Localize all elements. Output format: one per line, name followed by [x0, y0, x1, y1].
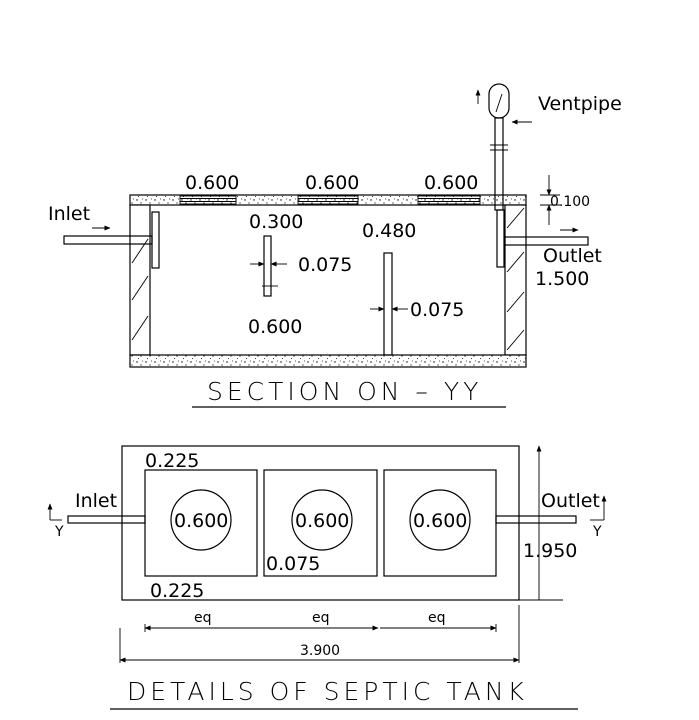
left-wall-hatch — [131, 238, 149, 341]
cover-width-2: 0.600 — [305, 172, 359, 194]
vent-pipe — [475, 83, 532, 211]
baffle-1 — [263, 235, 272, 297]
baffle-1-dim — [250, 261, 287, 287]
manhole-3-label: 0.600 — [413, 510, 467, 532]
ventpipe-label: Ventpipe — [538, 93, 622, 115]
baffle-2 — [383, 252, 393, 356]
section-mark-right-label: Y — [592, 524, 602, 540]
wall-top-label: 0.225 — [145, 450, 199, 472]
baffle-height-label: 0.480 — [362, 220, 416, 242]
plan-outlet-label: Outlet — [541, 490, 600, 512]
manhole-2-label: 0.600 — [295, 510, 349, 532]
section-inlet-label: Inlet — [48, 203, 90, 225]
manhole-2 — [291, 489, 353, 551]
inlet-pipe — [63, 211, 160, 269]
length-label: 3.900 — [300, 643, 340, 659]
section-title: SECTION ON – YY — [207, 377, 482, 406]
manhole-1 — [170, 489, 232, 551]
plan-title: DETAILS OF SEPTIC TANK — [127, 677, 528, 706]
eq-label-1: eq — [194, 610, 212, 626]
plan-view: Y Y Inlet Outlet 0.225 0.225 0.600 0.600… — [47, 445, 607, 710]
partition-label: 0.075 — [266, 553, 320, 575]
cover-width-1: 0.600 — [185, 172, 239, 194]
section-mark-right — [590, 495, 607, 521]
left-wall — [129, 204, 151, 356]
bottom-slab — [129, 354, 527, 368]
manhole-3 — [409, 489, 471, 551]
baffle-gap-label: 0.300 — [249, 211, 303, 233]
top-slab — [129, 194, 527, 206]
slab-thickness-dim — [540, 175, 560, 225]
baffle-depth-label: 0.600 — [248, 316, 302, 338]
section-mark-left-label: Y — [54, 524, 64, 540]
section-view: Inlet Outlet Ventpipe — [48, 83, 622, 408]
slab-thickness-label: 0.100 — [550, 194, 590, 210]
eq-label-3: eq — [428, 610, 446, 626]
baffle-thickness-2-label: 0.075 — [410, 299, 464, 321]
chamber-2 — [263, 469, 378, 577]
right-wall-hatch — [506, 207, 525, 351]
plan-inlet-label: Inlet — [75, 490, 117, 512]
cover-slabs — [179, 195, 481, 205]
baffle-thickness-1-label: 0.075 — [298, 254, 352, 276]
manhole-1-label: 0.600 — [174, 510, 228, 532]
right-wall — [504, 204, 527, 356]
eq-dims — [119, 605, 520, 663]
plan-inlet-pipe — [67, 515, 146, 524]
wall-bottom-label: 0.225 — [150, 580, 204, 602]
eq-label-2: eq — [312, 610, 330, 626]
width-dim — [519, 445, 563, 601]
section-outlet-label: Outlet — [543, 245, 602, 267]
width-label: 1.950 — [523, 540, 577, 562]
section-mark-left — [47, 503, 62, 521]
plan-outlet-pipe — [495, 515, 577, 524]
tank-depth-label: 1.500 — [535, 268, 589, 290]
cover-width-3: 0.600 — [424, 172, 478, 194]
